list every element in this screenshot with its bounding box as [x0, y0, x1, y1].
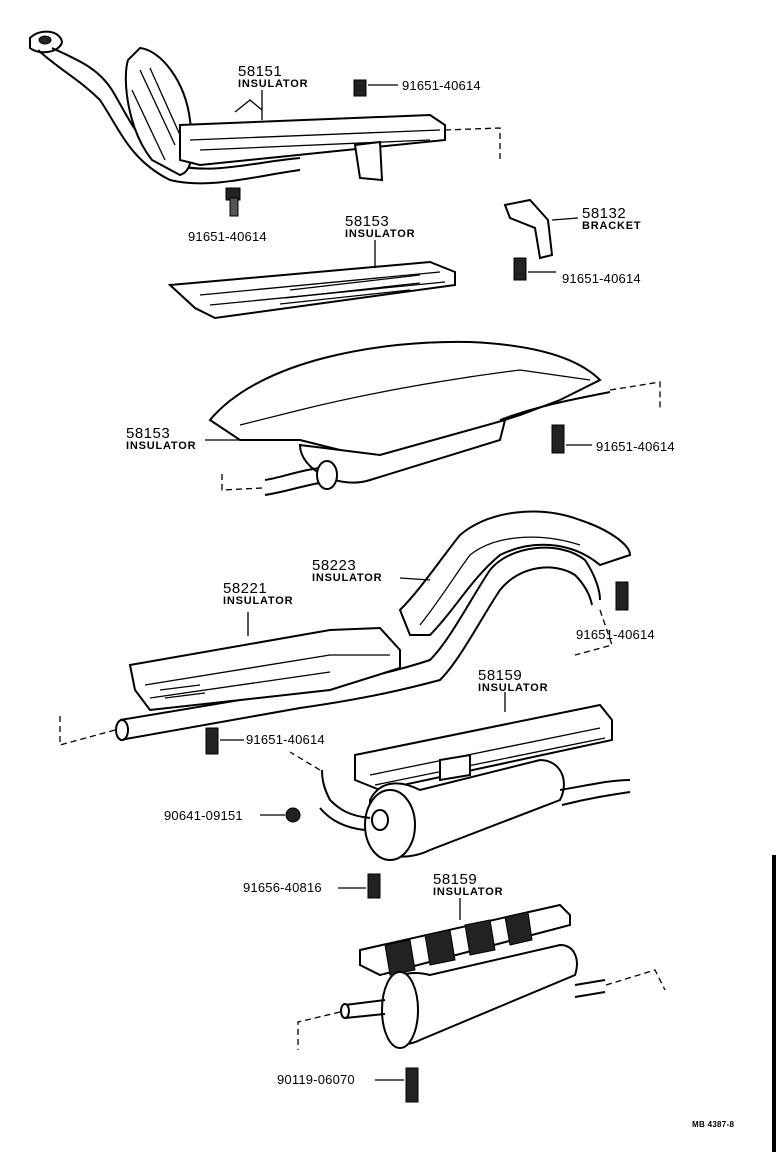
bracket-58132	[503, 198, 579, 260]
callout-58223: 58223 INSULATOR	[312, 557, 383, 584]
callout-58153-middle: 58153 INSULATOR	[126, 425, 197, 452]
bolt-91651-left	[225, 187, 241, 217]
part-number-label: 91651-40614	[188, 229, 267, 244]
part-number-label: 90641-09151	[164, 808, 243, 823]
callout-58159-lower: 58159 INSULATOR	[433, 871, 504, 898]
bolt-91651-lower	[205, 727, 244, 755]
bolt-91651-top	[353, 79, 398, 97]
callout-58151: 58151 INSULATOR	[238, 63, 309, 90]
part-number-label: 91651-40614	[576, 627, 655, 642]
part-number-label: 91651-40614	[562, 271, 641, 286]
bolt-91651-bracket	[513, 257, 556, 281]
callout-58221: 58221 INSULATOR	[223, 580, 294, 607]
callout-58132: 58132 BRACKET	[582, 205, 642, 232]
insulator-58153-middle	[205, 340, 661, 496]
insulator-58221	[128, 612, 401, 712]
front-exhaust-pipe	[29, 30, 301, 185]
insulator-58159-lower	[359, 898, 571, 977]
part-number-label: 90119-06070	[277, 1072, 355, 1087]
callout-58159-upper: 58159 INSULATOR	[478, 667, 549, 694]
bolt-91651-middle	[551, 424, 592, 454]
insulator-58223	[398, 510, 632, 636]
callout-58153-upper: 58153 INSULATOR	[345, 213, 416, 240]
part-number-label: 91651-40614	[596, 439, 675, 454]
insulator-58153-upper	[167, 240, 456, 320]
muffler-upper	[289, 751, 631, 861]
page-edge-bar	[772, 855, 776, 1152]
part-number-label: 91656-40816	[243, 880, 322, 895]
footer-code: MB 4387-8	[692, 1120, 735, 1129]
nut-90641	[260, 807, 301, 823]
part-number-label: 91651-40614	[246, 732, 325, 747]
bolt-91656	[338, 873, 381, 899]
insulator-58159-upper	[354, 692, 613, 792]
insulator-58151	[124, 46, 501, 182]
bolt-91651-arch	[615, 581, 629, 611]
muffler-lower	[297, 943, 666, 1050]
bolt-90119	[375, 1067, 419, 1103]
part-number-label: 91651-40614	[402, 78, 481, 93]
